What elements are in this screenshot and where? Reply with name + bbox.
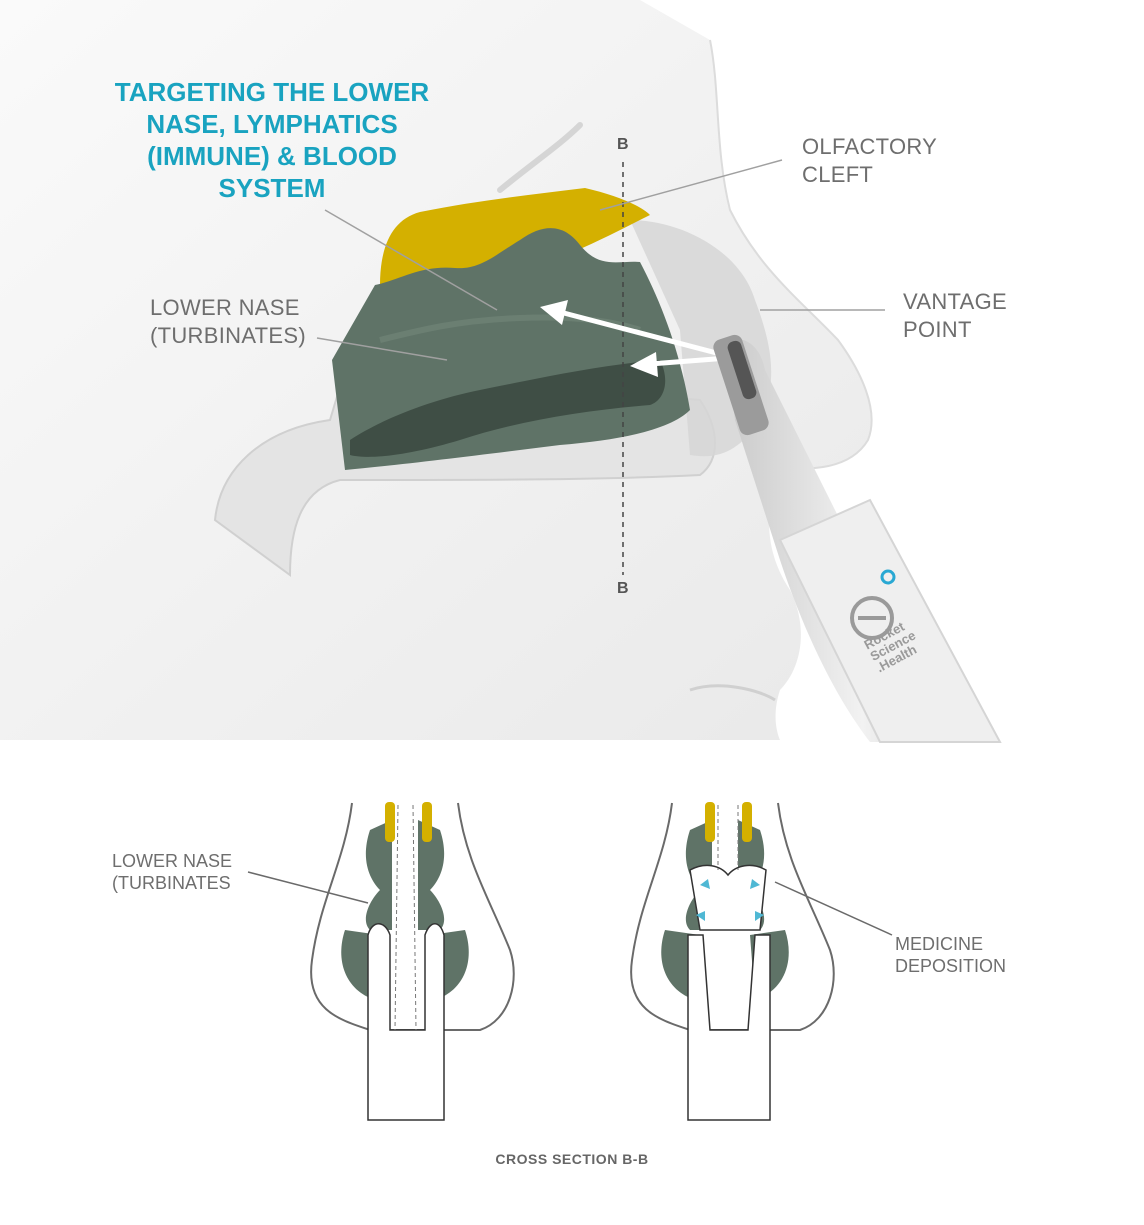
- label-line: LOWER NASE: [112, 851, 233, 871]
- medicine-droplets: [696, 879, 764, 921]
- label-medicine-deposition: MEDICINE DEPOSITION: [895, 933, 1006, 977]
- cross-section-left: [310, 802, 515, 1121]
- turbinates-region: [332, 228, 690, 470]
- label-vantage-point: VANTAGE POINT: [903, 288, 1007, 344]
- label-line: (TURBINATES: [112, 873, 231, 893]
- headline: TARGETING THE LOWER NASE, LYMPHATICS (IM…: [92, 76, 452, 204]
- label-line: (TURBINATES): [150, 323, 306, 348]
- label-lower-nase-bottom: LOWER NASE (TURBINATES: [112, 850, 232, 894]
- label-line: OLFACTORY: [802, 134, 938, 159]
- section-marker-bottom: B: [617, 580, 629, 597]
- arrow-icon: [540, 300, 729, 377]
- label-line: VANTAGE: [903, 289, 1007, 314]
- device-indicator-icon: [880, 569, 896, 585]
- brand-logo-icon: [850, 596, 894, 640]
- label-line: CLEFT: [802, 162, 874, 187]
- spray-device: [713, 334, 1002, 743]
- label-line: POINT: [903, 317, 972, 342]
- cross-section-right: [630, 802, 835, 1121]
- headline-line: NASE, LYMPHATICS: [146, 109, 398, 139]
- label-line: DEPOSITION: [895, 956, 1007, 976]
- section-marker-top: B: [617, 136, 629, 153]
- label-lower-nase-top: LOWER NASE (TURBINATES): [150, 294, 306, 350]
- headline-line: TARGETING THE LOWER: [114, 77, 430, 107]
- headline-line: (IMMUNE) & BLOOD: [147, 141, 397, 171]
- label-line: LOWER NASE: [150, 295, 300, 320]
- label-line: MEDICINE: [895, 934, 984, 954]
- cross-section-caption: CROSS SECTION B-B: [495, 1151, 649, 1167]
- cross-section-leaders: [247, 871, 893, 936]
- headline-line: SYSTEM: [218, 173, 326, 203]
- olfactory-region: [380, 188, 650, 285]
- label-olfactory-cleft: OLFACTORY CLEFT: [802, 133, 937, 189]
- leader-lines: [316, 159, 885, 361]
